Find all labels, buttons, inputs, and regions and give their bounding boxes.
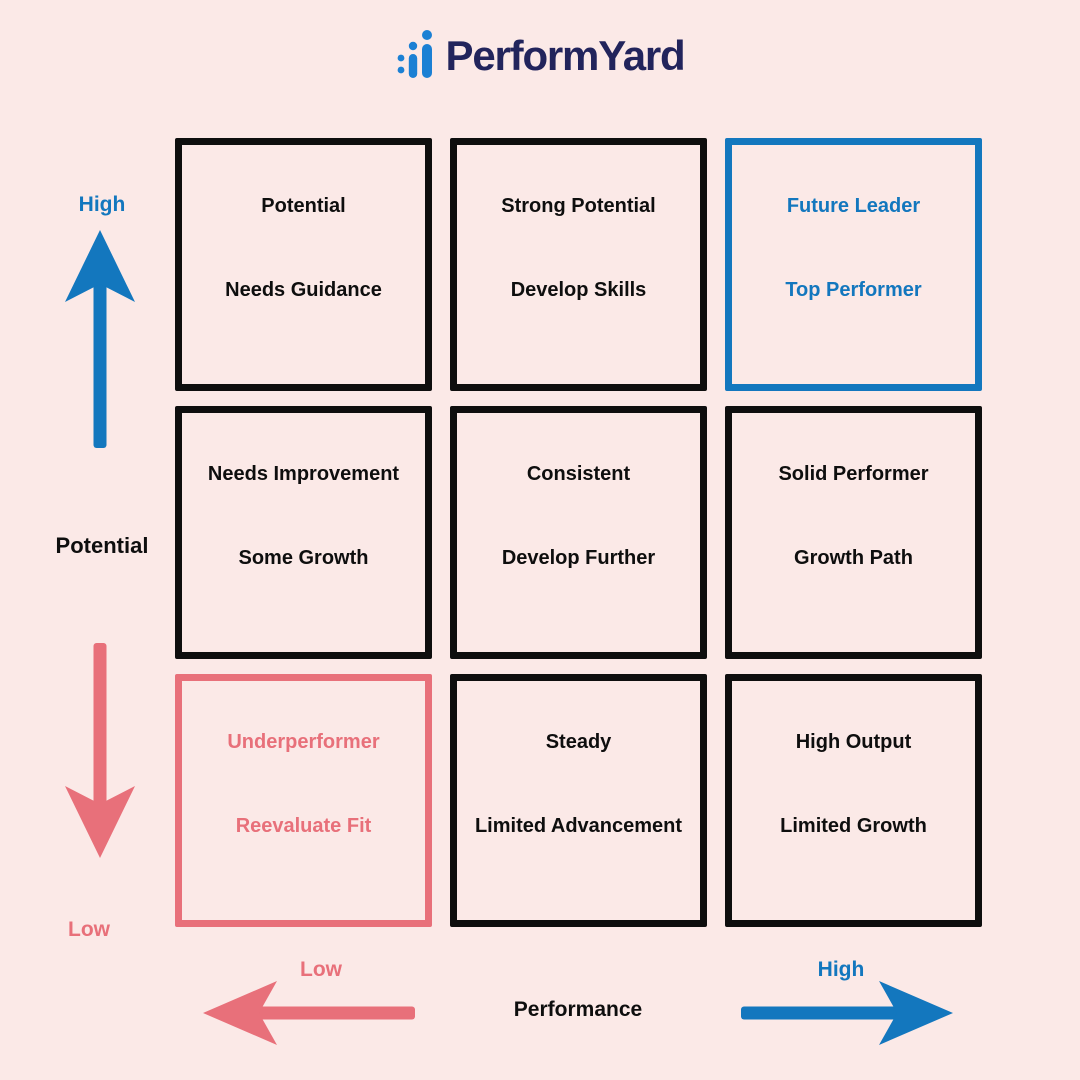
cell-subtitle: Reevaluate Fit: [235, 815, 372, 837]
bar-chart-people-icon: [396, 30, 434, 82]
logo: PerformYard: [0, 30, 1080, 82]
cell-subtitle: Top Performer: [785, 279, 922, 301]
logo-wordmark: PerformYard: [445, 32, 686, 79]
cell-title: Steady: [545, 731, 612, 753]
cell-subtitle: Develop Further: [501, 547, 656, 569]
y-axis-title: Potential: [55, 533, 149, 558]
cell-subtitle: Limited Growth: [780, 815, 927, 837]
performance-high-arrow-right-icon: [741, 981, 953, 1050]
cell-subtitle: Some Growth: [238, 547, 369, 569]
matrix-cell-potential: Potential Needs Guidance: [175, 138, 432, 391]
cell-subtitle: Growth Path: [794, 547, 913, 569]
matrix-cell-consistent: Consistent Develop Further: [450, 406, 707, 659]
matrix-cell-future-leader: Future Leader Top Performer: [725, 138, 982, 391]
potential-high-arrow-up-icon: [65, 230, 135, 453]
x-axis-low-label: Low: [300, 958, 342, 981]
potential-low-arrow-down-icon: [65, 643, 135, 863]
cell-title: Needs Improvement: [207, 463, 400, 485]
cell-subtitle: Needs Guidance: [225, 279, 382, 301]
cell-title: Strong Potential: [501, 195, 656, 217]
cell-title: Future Leader: [786, 195, 921, 217]
cell-title: Potential: [261, 195, 346, 217]
cell-subtitle: Limited Advancement: [474, 815, 683, 837]
y-axis-low-label: Low: [68, 918, 110, 941]
cell-title: Consistent: [526, 463, 631, 485]
matrix-cell-needs-improvement: Needs Improvement Some Growth: [175, 406, 432, 659]
cell-title: Underperformer: [227, 731, 380, 753]
performance-low-arrow-left-icon: [203, 981, 415, 1050]
matrix-cell-strong-potential: Strong Potential Develop Skills: [450, 138, 707, 391]
cell-subtitle: Develop Skills: [510, 279, 647, 301]
matrix-cell-underperformer: Underperformer Reevaluate Fit: [175, 674, 432, 927]
matrix-cell-steady: Steady Limited Advancement: [450, 674, 707, 927]
x-axis-high-label: High: [817, 958, 865, 981]
nine-box-grid: Potential Needs Guidance Strong Potentia…: [175, 138, 982, 927]
x-axis-title: Performance: [513, 998, 643, 1021]
cell-title: Solid Performer: [778, 463, 929, 485]
y-axis-high-label: High: [78, 193, 126, 216]
cell-title: High Output: [795, 731, 912, 753]
matrix-cell-solid-performer: Solid Performer Growth Path: [725, 406, 982, 659]
matrix-cell-high-output: High Output Limited Growth: [725, 674, 982, 927]
